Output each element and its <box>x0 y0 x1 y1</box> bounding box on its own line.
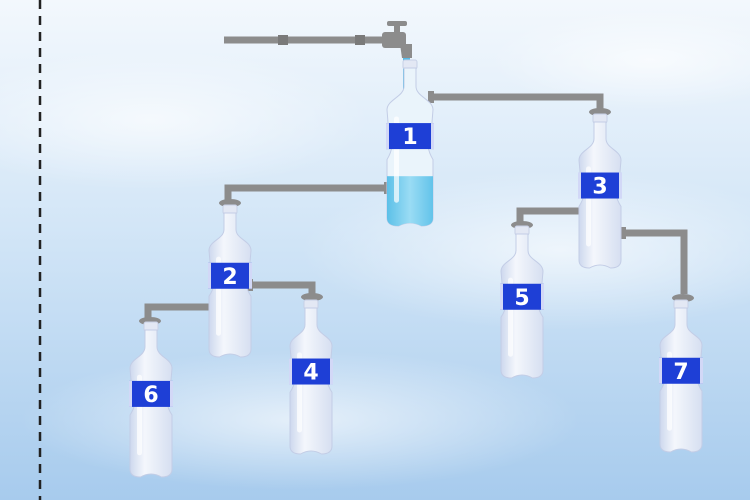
bottle-7-label-band <box>659 357 703 384</box>
bottle-2-number: 2 <box>222 265 237 290</box>
bottle-1-label-band <box>386 123 434 150</box>
bottle-1[interactable]: 1 <box>386 59 434 229</box>
bottle-5-label-band <box>500 283 544 310</box>
bottle-3-number: 3 <box>592 175 607 200</box>
bottle-4-label-band <box>289 358 333 385</box>
bottle-2-label-band <box>208 262 252 289</box>
pipe-1-to-2 <box>224 184 386 203</box>
bottle-2[interactable]: 2 <box>208 204 252 358</box>
bottle-4-number: 4 <box>303 361 318 386</box>
bottles: 1 2 3 4 5 6 7 <box>129 59 703 478</box>
pipe-3-to-7 <box>622 229 688 294</box>
bottle-6[interactable]: 6 <box>129 321 173 478</box>
pipes <box>144 35 688 318</box>
bottle-3-label-band <box>578 172 622 199</box>
bottle-5-number: 5 <box>514 286 529 311</box>
bottle-5[interactable]: 5 <box>500 225 544 379</box>
bottle-1-water <box>387 176 433 226</box>
bottle-4[interactable]: 4 <box>289 299 333 455</box>
bottle-1-number: 1 <box>402 125 417 150</box>
bottle-3[interactable]: 3 <box>578 113 622 269</box>
bottle-7[interactable]: 7 <box>659 299 703 453</box>
pipe-2-to-6 <box>144 303 212 318</box>
pipe-1-to-3 <box>432 93 604 110</box>
pipe-2-to-4 <box>250 281 316 295</box>
pipe-3-to-5 <box>516 207 584 222</box>
bottle-6-label-band <box>129 380 173 407</box>
bottle-6-number: 6 <box>143 383 158 408</box>
bottle-7-number: 7 <box>673 360 688 385</box>
